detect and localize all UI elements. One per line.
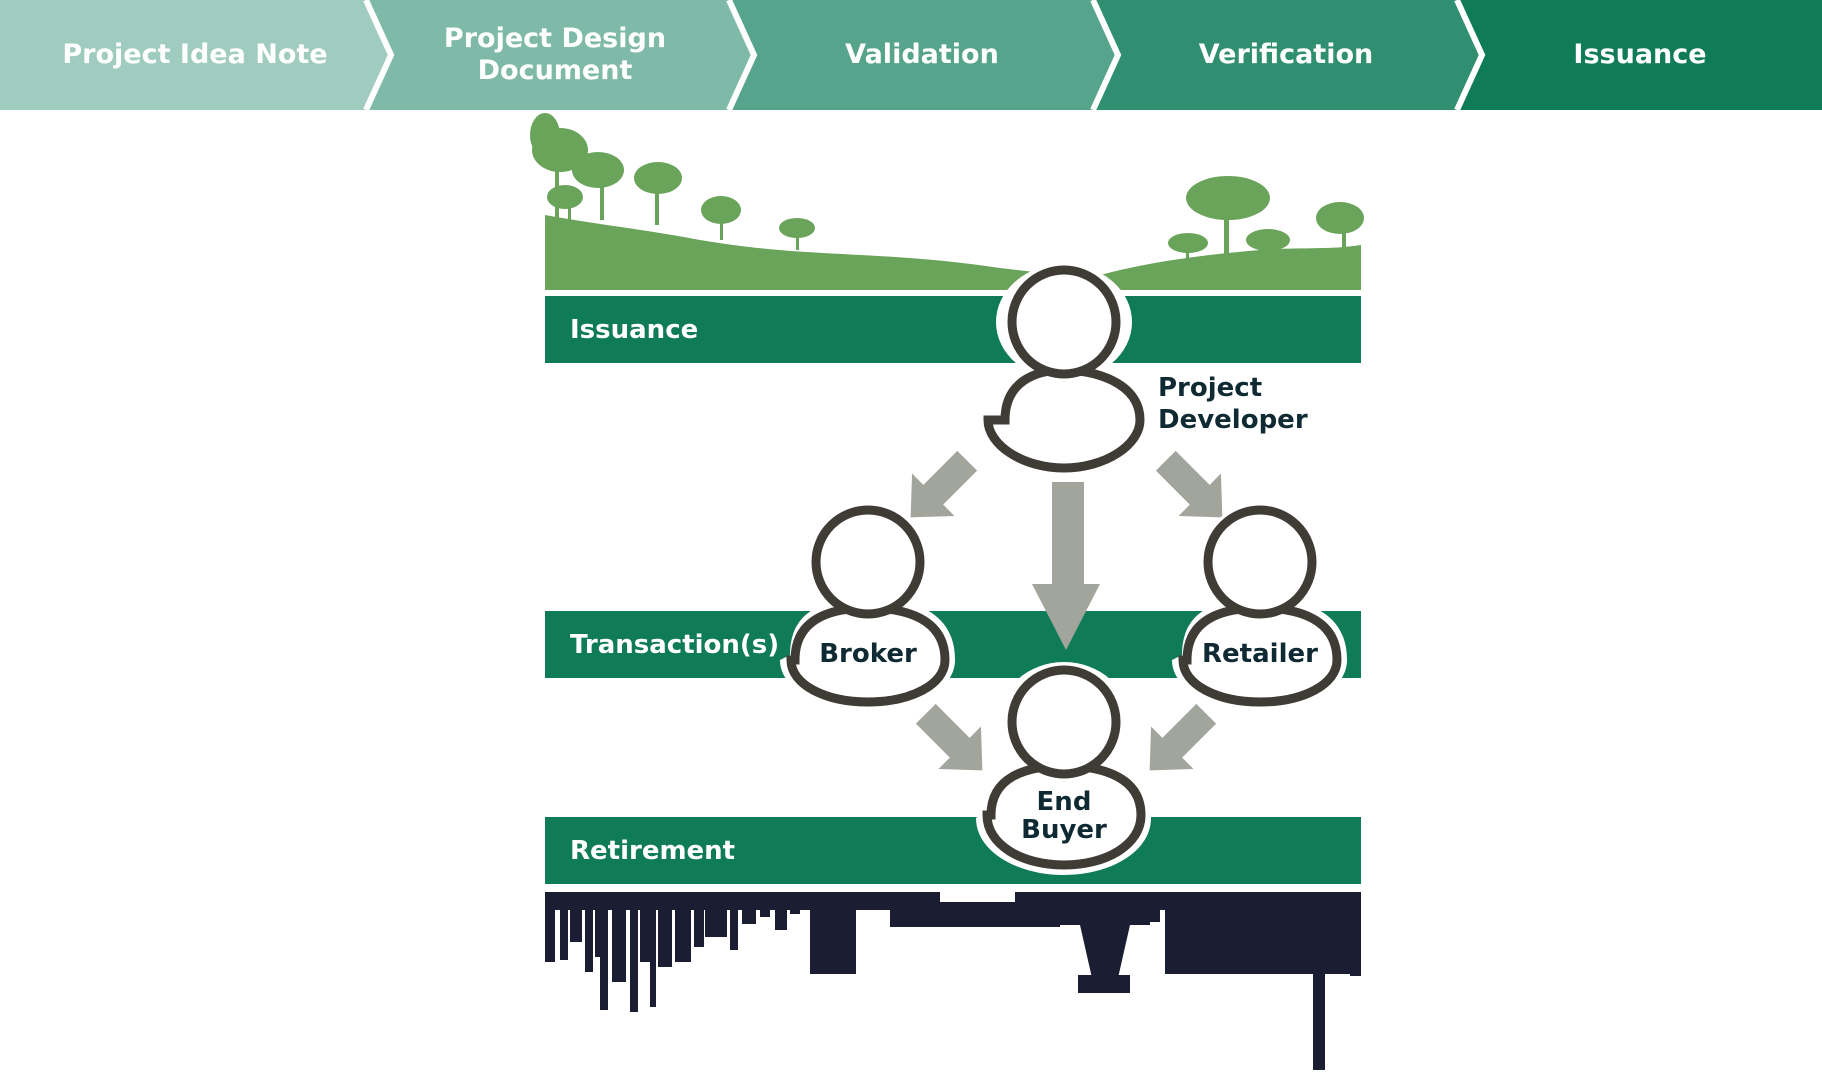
arrow-icon: [1155, 450, 1223, 518]
stage-label: Verification: [1198, 39, 1374, 70]
stage-label: Project Design Document: [443, 23, 667, 86]
person-icon: [1172, 505, 1347, 710]
arrow-icon: [910, 450, 978, 518]
stage-pdd-chevron: [364, 0, 754, 110]
end-buyer-label: End Buyer: [1021, 787, 1107, 845]
stage-project-idea-note: Project Idea Note: [20, 0, 370, 110]
broker-label: Broker: [819, 639, 917, 669]
person-icon: [978, 264, 1150, 478]
flow-arrows: [910, 450, 1223, 771]
issuance-band: [545, 296, 1361, 363]
stage-pin-chevron: [0, 0, 391, 110]
arrow-icon: [1149, 703, 1217, 771]
retirement-band: [545, 817, 1361, 884]
stage-label: Validation: [845, 39, 999, 70]
project-developer-label: Project Developer: [1158, 373, 1308, 435]
transactions-band-label: Transaction(s): [570, 629, 780, 660]
stage-label: Issuance: [1573, 39, 1707, 70]
retirement-band-label: Retirement: [570, 835, 736, 866]
landscape: [530, 113, 1364, 290]
stage-validation-chevron: [727, 0, 1118, 110]
person-icon: [976, 662, 1151, 875]
hill: [545, 215, 1361, 290]
city-skyline-icon: [545, 892, 1361, 1070]
process-chevrons: [0, 0, 1822, 112]
retailer-label: Retailer: [1202, 639, 1318, 669]
arrow-icon: [1032, 482, 1100, 650]
issuance-band-label: Issuance: [570, 314, 699, 345]
arrow-icon: [915, 703, 983, 771]
stage-label: Project Idea Note: [62, 39, 328, 70]
stage-project-design-document: Project Design Document: [390, 0, 720, 110]
tree-icon: [530, 113, 1364, 265]
stage-issuance: Issuance: [1480, 0, 1800, 110]
stage-validation: Validation: [752, 0, 1092, 110]
stage-verification: Verification: [1116, 0, 1456, 110]
person-icon: [780, 505, 955, 710]
stage-issuance-chevron: [1455, 0, 1822, 110]
stage-verification-chevron: [1091, 0, 1482, 110]
